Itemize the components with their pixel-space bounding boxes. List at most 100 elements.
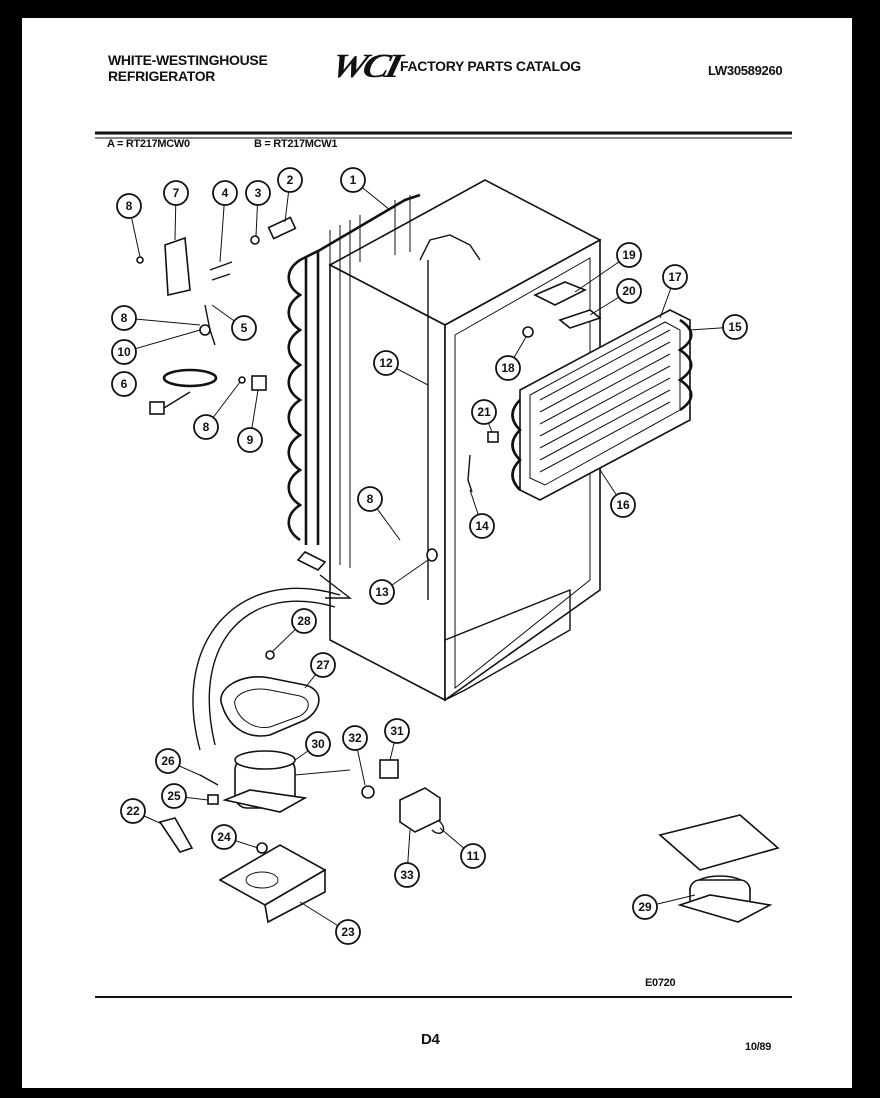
svg-text:32: 32 [348, 731, 362, 745]
compressor [222, 750, 351, 813]
callout-21: 21 [471, 399, 497, 425]
catalog-title: FACTORY PARTS CATALOG [400, 58, 581, 74]
callout-7: 7 [163, 180, 189, 206]
svg-text:29: 29 [638, 900, 652, 914]
callout-30: 30 [305, 731, 331, 757]
svg-text:19: 19 [622, 248, 636, 262]
drain-pan [220, 650, 320, 737]
svg-text:15: 15 [728, 320, 742, 334]
brand-name: WHITE-WESTINGHOUSE [108, 52, 268, 68]
svg-text:23: 23 [341, 925, 355, 939]
model-b: B = RT217MCW1 [254, 138, 338, 150]
drain-clip [426, 548, 438, 562]
callout-8: 8 [111, 305, 137, 331]
callout-5: 5 [231, 315, 257, 341]
callout-2: 2 [277, 167, 303, 193]
relay-cover [399, 787, 441, 833]
callout-33: 33 [394, 862, 420, 888]
callout-4: 4 [212, 180, 238, 206]
callout-20: 20 [616, 278, 642, 304]
drain-fitting [296, 551, 327, 571]
svg-text:7: 7 [173, 186, 180, 200]
refrigerator-cabinet [328, 179, 602, 702]
drain-hose-inner [208, 600, 336, 746]
svg-text:13: 13 [375, 585, 389, 599]
svg-text:30: 30 [311, 737, 325, 751]
callout-10: 10 [111, 339, 137, 365]
svg-text:2: 2 [287, 173, 294, 187]
svg-text:33: 33 [400, 868, 414, 882]
grommet [207, 794, 219, 805]
callout-18: 18 [495, 355, 521, 381]
svg-text:28: 28 [297, 614, 311, 628]
overload-protector [361, 785, 375, 799]
svg-text:6: 6 [121, 377, 128, 391]
svg-text:10: 10 [117, 345, 131, 359]
callout-29: 29 [632, 894, 658, 920]
svg-text:14: 14 [475, 519, 489, 533]
callout-1: 1 [340, 167, 366, 193]
condenser-coil [287, 193, 421, 568]
svg-text:22: 22 [126, 804, 140, 818]
callout-27: 27 [310, 652, 336, 678]
callout-15: 15 [722, 314, 748, 340]
svg-text:8: 8 [203, 420, 210, 434]
compressor-base [218, 842, 327, 924]
callout-8: 8 [357, 486, 383, 512]
svg-text:8: 8 [126, 199, 133, 213]
page-number: D4 [421, 1031, 440, 1048]
callout-8: 8 [193, 414, 219, 440]
callout-9: 9 [237, 427, 263, 453]
relay [379, 759, 399, 779]
document-number: LW30589260 [708, 63, 783, 78]
callout-25: 25 [161, 783, 187, 809]
callout-28: 28 [291, 608, 317, 634]
svg-text:21: 21 [477, 405, 491, 419]
svg-text:31: 31 [390, 724, 404, 738]
callout-19: 19 [616, 242, 642, 268]
evaporator-coil [511, 309, 693, 501]
drain-hose [192, 587, 341, 751]
callout-11: 11 [460, 843, 486, 869]
small-hardware-group [136, 216, 297, 415]
svg-text:24: 24 [217, 830, 231, 844]
svg-text:17: 17 [668, 270, 682, 284]
callout-22: 22 [120, 798, 146, 824]
callout-26: 26 [155, 748, 181, 774]
heater-wire [467, 454, 473, 493]
svg-text:8: 8 [367, 492, 374, 506]
figure-code: E0720 [645, 977, 676, 989]
svg-text:3: 3 [255, 186, 262, 200]
callout-16: 16 [610, 492, 636, 518]
svg-text:9: 9 [247, 433, 254, 447]
svg-text:5: 5 [241, 321, 248, 335]
appliance-type: REFRIGERATOR [108, 68, 216, 84]
callout-31: 31 [384, 718, 410, 744]
callout-12: 12 [373, 350, 399, 376]
svg-text:8: 8 [121, 311, 128, 325]
callout-8: 8 [116, 193, 142, 219]
svg-text:25: 25 [167, 789, 181, 803]
clip [199, 774, 219, 786]
callout-3: 3 [245, 180, 271, 206]
callout-6: 6 [111, 371, 137, 397]
callout-13: 13 [369, 579, 395, 605]
model-a: A = RT217MCW0 [107, 138, 190, 150]
svg-text:1: 1 [350, 173, 357, 187]
svg-text:26: 26 [161, 754, 175, 768]
svg-text:20: 20 [622, 284, 636, 298]
svg-text:12: 12 [379, 356, 393, 370]
power-lead [431, 819, 445, 834]
alternate-compressor-inset [658, 814, 780, 923]
callout-17: 17 [662, 264, 688, 290]
callout-23: 23 [335, 919, 361, 945]
callout-24: 24 [211, 824, 237, 850]
svg-text:27: 27 [316, 658, 330, 672]
svg-text:18: 18 [501, 361, 515, 375]
date-code: 10/89 [745, 1041, 772, 1053]
capacitor-filter [158, 817, 194, 853]
callout-32: 32 [342, 725, 368, 751]
svg-text:4: 4 [222, 186, 229, 200]
